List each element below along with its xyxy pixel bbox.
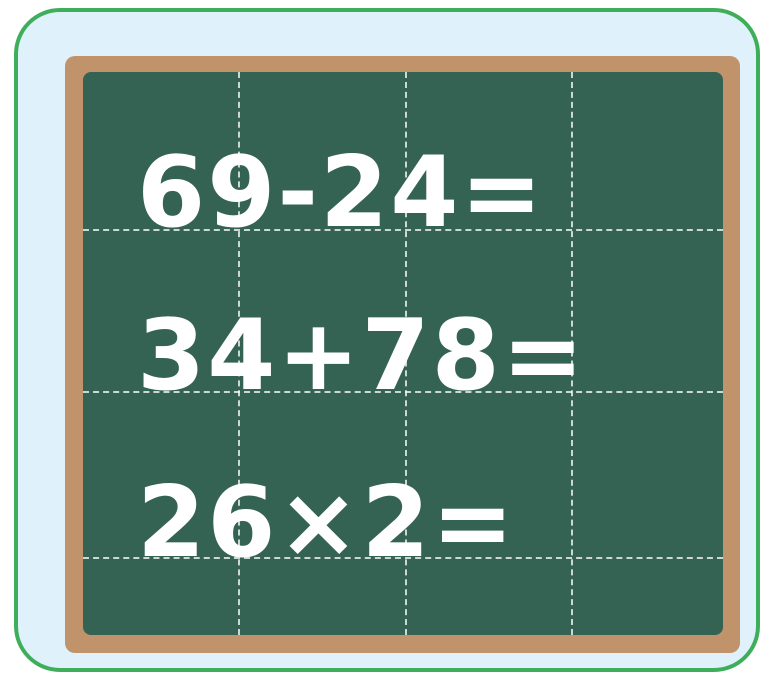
equation-3: 26×2= — [137, 466, 516, 580]
chalkboard: 69-24= 34+78= 26×2= — [83, 72, 723, 635]
grid-line-vertical — [405, 72, 407, 635]
grid-line-horizontal — [83, 391, 723, 393]
worksheet-card: 69-24= 34+78= 26×2= — [14, 8, 760, 672]
grid-line-vertical — [238, 72, 240, 635]
equation-2: 34+78= — [137, 299, 586, 413]
grid-line-horizontal — [83, 557, 723, 559]
grid-line-horizontal — [83, 229, 723, 231]
chalkboard-frame: 69-24= 34+78= 26×2= — [65, 56, 740, 653]
grid-line-vertical — [571, 72, 573, 635]
equation-1: 69-24= — [137, 136, 545, 250]
